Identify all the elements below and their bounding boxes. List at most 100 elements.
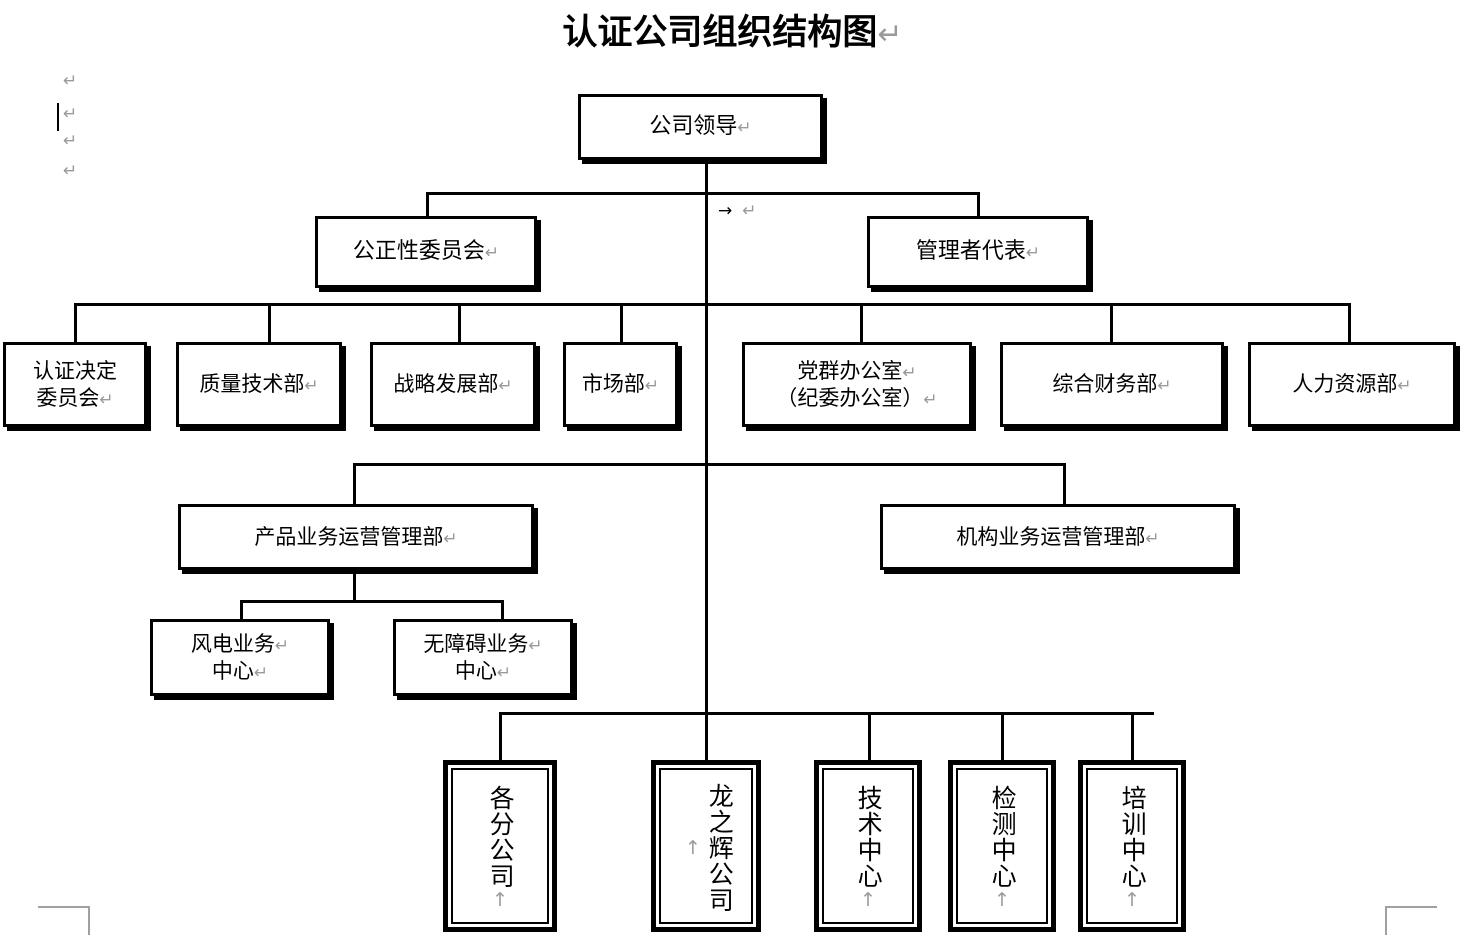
node-label: 质量技术部↵ bbox=[199, 371, 318, 398]
pilcrow-icon: ↵ bbox=[304, 376, 319, 397]
node-label-vertical: 技术中心↑ bbox=[854, 785, 883, 912]
inner-frame: 检测中心↑ bbox=[956, 768, 1048, 924]
connector-stem-product-ops bbox=[353, 568, 356, 603]
org-node-management-representative[interactable]: 管理者代表↵ bbox=[867, 216, 1089, 288]
page-title-text: 认证公司组织结构图 bbox=[562, 12, 878, 53]
connector-bus-level2 bbox=[426, 192, 980, 195]
pilcrow-icon: ↵ bbox=[1025, 242, 1041, 263]
org-node-accessibility-business-center[interactable]: 无障碍业务↵中心↵ bbox=[393, 619, 573, 696]
node-text-line2: 委员会 bbox=[36, 385, 100, 410]
org-node-impartiality-committee[interactable]: 公正性委员会↵ bbox=[315, 216, 537, 288]
connector-drop-quality bbox=[268, 303, 271, 343]
node-text-line1: 党群办公室 bbox=[797, 358, 903, 383]
org-node-party-affairs-office[interactable]: 党群办公室↵（纪委办公室）↵ bbox=[742, 342, 972, 427]
connector-drop-branches bbox=[499, 712, 502, 762]
node-label: 战略发展部↵ bbox=[393, 371, 512, 398]
node-text-line1: 认证决定 bbox=[33, 358, 117, 383]
connector-bus-level5 bbox=[240, 600, 504, 603]
page-title: 认证公司组织结构图↵ bbox=[0, 4, 1465, 55]
org-node-branch-companies[interactable]: 各分公司↑ bbox=[443, 760, 557, 932]
org-node-wind-power-business-center[interactable]: 风电业务↵中心↵ bbox=[150, 619, 330, 696]
node-text-line1: 综合财务部 bbox=[1052, 372, 1158, 397]
text-cursor-caret bbox=[57, 103, 59, 131]
node-text-line1: 管理者代表 bbox=[915, 238, 1026, 264]
up-arrow-pilcrow-icon: ↑ bbox=[991, 888, 1014, 912]
node-label: 公正性委员会↵ bbox=[353, 238, 499, 266]
node-text-line1: 各分公司 bbox=[486, 784, 516, 889]
pilcrow-icon: ↵ bbox=[877, 17, 903, 52]
org-node-strategy-development-dept[interactable]: 战略发展部↵ bbox=[370, 342, 536, 427]
connector-bus-level4 bbox=[353, 463, 1065, 466]
node-text-line1: 产品业务运营管理部 bbox=[254, 524, 444, 549]
node-text-line1: 龙之辉公司 bbox=[705, 783, 735, 913]
up-arrow-pilcrow-icon: ↑ bbox=[489, 888, 512, 912]
connector-trunk-2 bbox=[705, 203, 708, 303]
connector-drop-marketing bbox=[620, 303, 623, 343]
node-label: 认证决定委员会↵ bbox=[33, 358, 117, 412]
inner-frame: 培训中心↑ bbox=[1086, 768, 1178, 924]
node-text-line1: 无障碍业务 bbox=[423, 631, 529, 656]
connector-drop-tech-center bbox=[868, 712, 871, 762]
connector-bus-level3 bbox=[74, 303, 1350, 306]
node-text-line2: 中心 bbox=[211, 658, 254, 683]
pilcrow-icon: ↵ bbox=[644, 376, 660, 397]
node-label: 机构业务运营管理部↵ bbox=[956, 524, 1159, 551]
org-node-institutional-business-operations-dept[interactable]: 机构业务运营管理部↵ bbox=[880, 504, 1236, 570]
org-node-product-business-operations-dept[interactable]: 产品业务运营管理部↵ bbox=[178, 504, 534, 570]
org-node-technology-center[interactable]: 技术中心↑ bbox=[814, 760, 922, 932]
connector-drop-impartial bbox=[426, 192, 429, 217]
pilcrow-icon: ↵ bbox=[274, 635, 290, 656]
connector-drop-strategy bbox=[458, 303, 461, 343]
org-node-marketing-dept[interactable]: 市场部↵ bbox=[563, 342, 678, 427]
org-node-human-resources-dept[interactable]: 人力资源部↵ bbox=[1248, 342, 1456, 427]
org-node-longzhihui-company[interactable]: 龙之辉公司↑ bbox=[651, 760, 761, 932]
node-label: 综合财务部↵ bbox=[1052, 371, 1171, 398]
org-node-integrated-finance-dept[interactable]: 综合财务部↵ bbox=[1000, 342, 1224, 427]
connector-drop-cert-cmte bbox=[74, 303, 77, 343]
connector-trunk-4 bbox=[705, 463, 708, 712]
node-label: 公司领导↵ bbox=[649, 113, 751, 141]
org-node-training-center[interactable]: 培训中心↑ bbox=[1078, 760, 1186, 932]
margin-pilcrow-icon-4: ↵ bbox=[63, 161, 78, 181]
org-node-company-leadership[interactable]: 公司领导↵ bbox=[578, 94, 823, 160]
connector-drop-test-center bbox=[1001, 712, 1004, 762]
node-label-vertical: 检测中心↑ bbox=[988, 785, 1017, 912]
connector-trunk-5 bbox=[705, 712, 708, 762]
pilcrow-icon: ↵ bbox=[498, 376, 513, 397]
node-text-line1: 质量技术部 bbox=[199, 372, 305, 397]
node-text-line2: 中心 bbox=[454, 658, 497, 683]
node-label-vertical: 各分公司↑ bbox=[486, 784, 516, 912]
pilcrow-icon-2: ↵ bbox=[496, 662, 512, 683]
org-node-certification-decision-committee[interactable]: 认证决定委员会↵ bbox=[3, 342, 147, 427]
node-text-line1: 公司领导 bbox=[649, 113, 738, 139]
connector-drop-train-center bbox=[1131, 712, 1134, 762]
node-text-line1: 机构业务运营管理部 bbox=[956, 524, 1146, 549]
tab-and-pilcrow-marks: →↵ bbox=[718, 201, 757, 221]
org-node-testing-center[interactable]: 检测中心↑ bbox=[948, 760, 1056, 932]
pilcrow-icon: ↵ bbox=[1145, 528, 1160, 549]
margin-pilcrow-icon-1: ↵ bbox=[63, 71, 78, 91]
pilcrow-icon: ↵ bbox=[902, 362, 917, 383]
node-label: 人力资源部↵ bbox=[1292, 371, 1411, 398]
page-guide-bottom-right-vertical bbox=[1385, 906, 1387, 935]
pilcrow-icon: ↵ bbox=[443, 528, 458, 549]
org-node-quality-technology-dept[interactable]: 质量技术部↵ bbox=[176, 342, 342, 427]
connector-drop-barrierfree bbox=[501, 600, 504, 620]
up-arrow-pilcrow-icon: ↑ bbox=[682, 836, 704, 860]
node-text-line1: 公正性委员会 bbox=[352, 238, 485, 264]
margin-pilcrow-icon-2: ↵ bbox=[63, 104, 78, 124]
inner-frame: 技术中心↑ bbox=[822, 768, 914, 924]
node-text-line1: 人力资源部 bbox=[1292, 372, 1398, 397]
pilcrow-icon: ↵ bbox=[99, 389, 114, 410]
pilcrow-icon: ↵ bbox=[528, 635, 543, 656]
pilcrow-icon: ↵ bbox=[737, 117, 752, 138]
connector-drop-product-ops bbox=[353, 463, 356, 505]
margin-pilcrow-icon-3: ↵ bbox=[63, 131, 78, 151]
pilcrow-icon-2: ↵ bbox=[253, 662, 269, 683]
node-label-vertical: 培训中心↑ bbox=[1118, 785, 1147, 912]
node-text-line1: 风电业务 bbox=[190, 631, 275, 656]
page-guide-bottom-left-vertical bbox=[88, 906, 90, 935]
node-label: 产品业务运营管理部↵ bbox=[254, 524, 457, 551]
node-label: 党群办公室↵（纪委办公室）↵ bbox=[776, 358, 937, 412]
